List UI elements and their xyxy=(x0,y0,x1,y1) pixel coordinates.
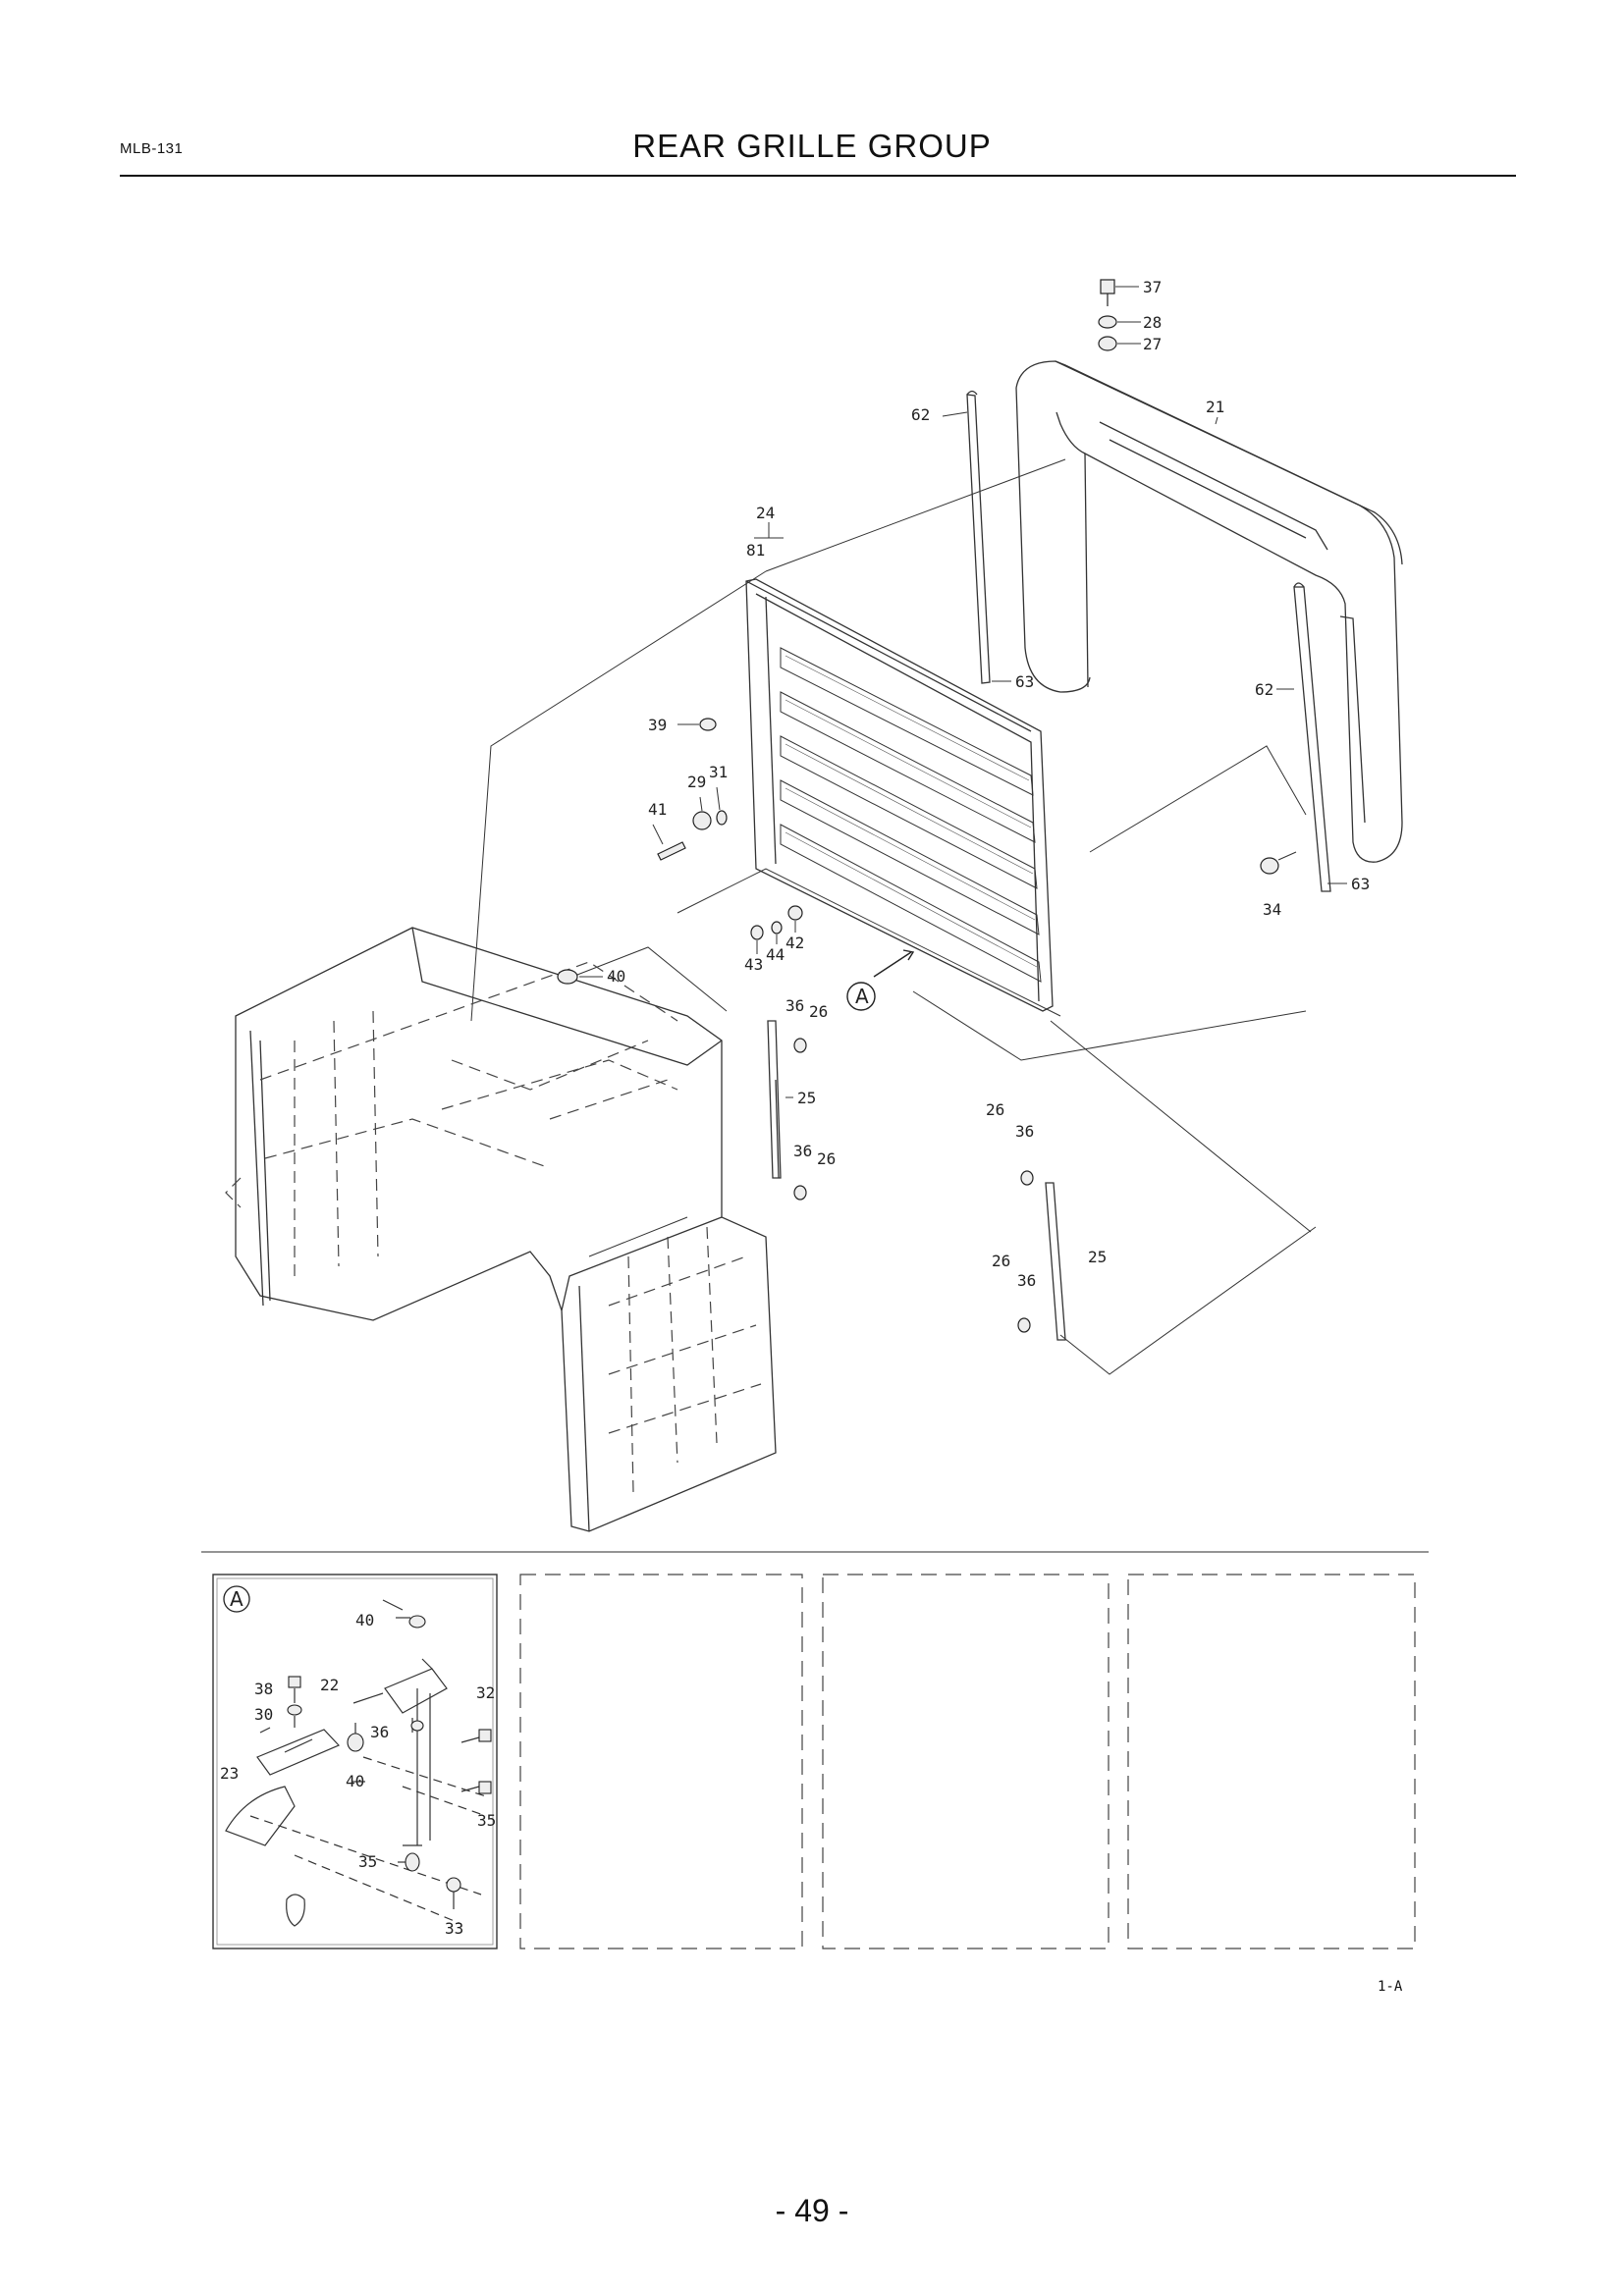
grille-mesh xyxy=(785,655,1038,968)
callout-label: 29 xyxy=(687,773,706,791)
nut-42 xyxy=(787,905,803,921)
page-title: REAR GRILLE GROUP xyxy=(632,128,992,164)
callout-label: 25 xyxy=(1088,1248,1107,1266)
grille-slats xyxy=(780,647,1042,983)
bolt-37 xyxy=(1100,279,1115,294)
callout-leaders xyxy=(579,286,1347,1098)
assembly-lines xyxy=(470,360,1403,1375)
inset-a-circle xyxy=(223,1585,250,1613)
empty-panel xyxy=(1127,1574,1416,1949)
detail-a-arrow xyxy=(846,949,915,1011)
callout-label: 26 xyxy=(986,1100,1004,1119)
machine-frame-hidden-lines xyxy=(225,961,762,1493)
inset-callout-label: 40 xyxy=(355,1611,374,1629)
bracket-22 xyxy=(384,1668,448,1714)
nut-36b xyxy=(793,1185,807,1201)
detail-a-inset: A 40 38 22 32 30 36 23 40 35 35 33 xyxy=(212,1574,498,1949)
sheet-code: 1-A xyxy=(1378,1979,1403,1995)
inset-callout-label: 22 xyxy=(320,1676,339,1694)
hardware-parts xyxy=(557,279,1279,1333)
inset-callout-label: 40 xyxy=(346,1772,364,1790)
collar-29 xyxy=(692,811,712,830)
gas-spring-left xyxy=(767,1020,782,1179)
bolt-41 xyxy=(657,841,686,861)
callout-label: 25 xyxy=(797,1089,816,1107)
callout-label: 63 xyxy=(1015,672,1034,691)
bracket-23 xyxy=(256,1729,341,1776)
empty-inset-panels xyxy=(519,1574,1416,1949)
inset-callout-label: 38 xyxy=(254,1680,273,1698)
empty-panel xyxy=(822,1574,1110,1949)
callout-label: 81 xyxy=(746,541,765,560)
seal-strip-right xyxy=(1293,586,1331,892)
empty-panel xyxy=(519,1574,803,1949)
callout-labels: 37 28 27 21 62 24 81 63 62 39 29 31 41 3… xyxy=(607,278,1370,1290)
callout-label: 39 xyxy=(648,716,667,734)
inset-callout-label: 35 xyxy=(477,1811,496,1830)
callout-label: 27 xyxy=(1143,335,1162,353)
callout-label: 34 xyxy=(1263,900,1281,919)
callout-label: 31 xyxy=(709,763,728,781)
callout-label: 62 xyxy=(1255,680,1273,699)
inset-a-marker: A xyxy=(230,1587,244,1611)
rear-cover-outline xyxy=(1015,360,1403,863)
inset-callout-label: 33 xyxy=(445,1919,463,1938)
callout-label: 36 xyxy=(1015,1122,1034,1141)
callout-label: 41 xyxy=(648,800,667,819)
detail-a-circle xyxy=(846,982,876,1011)
washer-28 xyxy=(1098,315,1117,329)
callout-label: 37 xyxy=(1143,278,1162,296)
washer-31 xyxy=(716,810,728,826)
nut-39 xyxy=(699,718,717,731)
inset-callout-label: 36 xyxy=(370,1723,389,1741)
inset-callout-label: 35 xyxy=(358,1852,377,1871)
inset-callout-label: 32 xyxy=(476,1683,495,1702)
nut-36a xyxy=(793,1038,807,1053)
nut-34 xyxy=(1260,857,1279,875)
inset-callout-label: 30 xyxy=(254,1705,273,1724)
callout-label: 24 xyxy=(756,504,775,522)
machine-frame xyxy=(235,927,777,1532)
callout-label: 26 xyxy=(817,1149,836,1168)
nut-36d xyxy=(1017,1317,1031,1333)
inset-callout-label: 23 xyxy=(220,1764,239,1783)
page-number: - 49 - xyxy=(775,2193,849,2228)
nut-36c xyxy=(1020,1170,1034,1186)
callout-label: 43 xyxy=(744,955,763,974)
callout-label: 42 xyxy=(785,934,804,952)
callout-label: 62 xyxy=(911,405,930,424)
callout-label: 28 xyxy=(1143,313,1162,332)
seal-strip-upper xyxy=(966,394,991,684)
washer-44 xyxy=(771,921,783,934)
callout-label: 40 xyxy=(607,967,625,986)
callout-label: 36 xyxy=(793,1142,812,1160)
grille-frame xyxy=(745,578,1054,1012)
nut-43 xyxy=(750,925,764,940)
callout-label: 63 xyxy=(1351,875,1370,893)
callout-label: 26 xyxy=(992,1252,1010,1270)
gas-spring-right xyxy=(1045,1182,1066,1341)
callout-label: 36 xyxy=(1017,1271,1036,1290)
callout-label: 21 xyxy=(1206,398,1224,416)
callout-label: 26 xyxy=(809,1002,828,1021)
detail-a-marker: A xyxy=(855,985,869,1008)
nut-40 xyxy=(557,969,578,985)
header-rule xyxy=(120,175,1516,177)
nut-27 xyxy=(1098,336,1117,351)
callout-label: 44 xyxy=(766,945,785,964)
header-code: MLB-131 xyxy=(120,140,184,157)
callout-label: 36 xyxy=(785,996,804,1015)
